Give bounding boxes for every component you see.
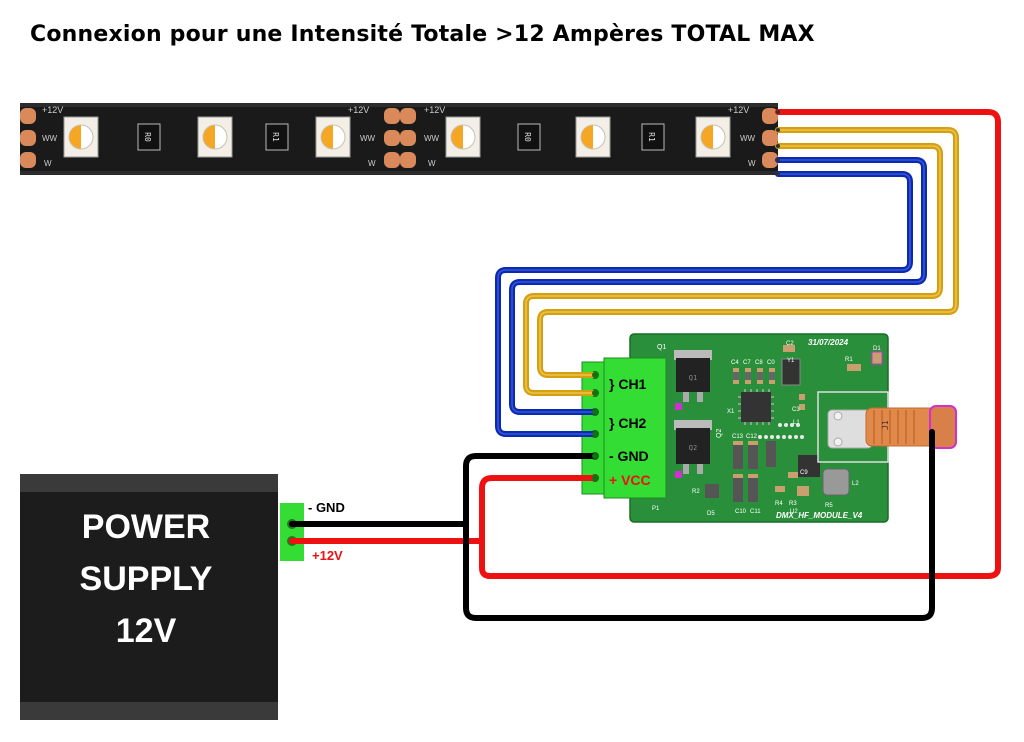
svg-text:C7: C7	[743, 360, 751, 366]
power-supply-line1: POWER	[82, 508, 210, 546]
power-supply-body	[20, 474, 278, 720]
power-supply-line3: 12V	[116, 612, 177, 650]
svg-text:R0: R0	[143, 132, 152, 142]
power-supply-terminal	[280, 503, 304, 561]
mosfet-q2: Q2	[674, 420, 712, 474]
svg-text:R1: R1	[647, 132, 656, 142]
svg-text:C0: C0	[767, 360, 775, 366]
header-pins	[758, 423, 804, 439]
power-supply-gnd-label: - GND	[308, 500, 345, 515]
power-supply-plus-label: +12V	[312, 548, 343, 563]
strip-pads-middle	[384, 108, 416, 168]
svg-text:L1: L1	[793, 420, 800, 426]
strip-pads-left	[20, 108, 36, 168]
strip-ww-label-1: WW	[42, 134, 58, 143]
strip-w-label-1: W	[44, 159, 52, 168]
ref-q2: Q2	[716, 429, 723, 438]
svg-text:U2: U2	[790, 509, 798, 515]
svg-text:C8: C8	[755, 360, 763, 366]
diagram-title: Connexion pour une Intensité Totale >12 …	[30, 22, 815, 47]
svg-text:C11: C11	[750, 509, 761, 515]
strip-plus-label-4: +12V	[728, 105, 749, 115]
led-6	[695, 116, 731, 158]
svg-text:L2: L2	[852, 481, 859, 487]
resistor-1: R0	[137, 123, 161, 151]
wire-black-gnd	[463, 429, 935, 621]
mosfet-q1: Q1	[674, 350, 712, 402]
strip-ww-label-2: WW	[360, 134, 376, 143]
resistor-3: R0	[517, 123, 541, 151]
strip-w-label-3: W	[428, 159, 436, 168]
led-3	[315, 116, 351, 158]
dmx-module-pcb: 31/07/2024 DMX_HF_MODULE_V4 Q1 Q1 Q2 Q2	[629, 333, 957, 523]
strip-ww-label-4: WW	[740, 134, 756, 143]
led-5	[575, 116, 611, 158]
led-2	[197, 116, 233, 158]
svg-text:R5: R5	[825, 503, 833, 509]
wire-red-strip-plus	[479, 109, 1001, 579]
power-supply: POWER SUPPLY 12V - GND +12V	[20, 474, 345, 720]
svg-text:R2: R2	[692, 489, 700, 495]
terminal-ch1-label: } CH1	[609, 376, 647, 392]
svg-text:R3: R3	[789, 501, 797, 507]
svg-text:R4: R4	[775, 501, 783, 507]
strip-pads-right	[762, 108, 778, 168]
svg-text:D5: D5	[707, 511, 715, 517]
svg-text:D1: D1	[873, 346, 881, 352]
connector-j1: J1	[817, 391, 957, 463]
resistor-4: R1	[641, 123, 665, 151]
svg-text:J1: J1	[881, 420, 890, 430]
ref-q1: Q1	[657, 344, 666, 351]
strip-w-label-4: W	[748, 159, 756, 168]
svg-text:Q2: Q2	[689, 444, 697, 452]
pcb-date: 31/07/2024	[808, 338, 849, 347]
svg-text:R1: R1	[271, 132, 280, 142]
svg-text:C9: C9	[800, 470, 808, 476]
svg-text:Y1: Y1	[787, 358, 795, 364]
svg-text:R0: R0	[523, 132, 532, 142]
strip-plus-label-3: +12V	[424, 105, 445, 115]
strip-plus-label-1: +12V	[42, 105, 63, 115]
svg-text:C13: C13	[732, 434, 744, 440]
svg-text:C3: C3	[792, 407, 800, 413]
svg-text:C12: C12	[746, 434, 758, 440]
terminal-vcc-label: + VCC	[609, 472, 651, 488]
led-4	[445, 116, 481, 158]
pcb-module-name: DMX_HF_MODULE_V4	[776, 511, 863, 520]
led-strip: +12V WW W +12V WW W +12V WW W +12V WW W	[20, 103, 778, 175]
power-supply-line2: SUPPLY	[80, 560, 213, 598]
resistor-2: R1	[265, 123, 289, 151]
svg-text:C10: C10	[735, 509, 747, 515]
svg-text:X1: X1	[727, 409, 735, 415]
svg-text:C2: C2	[786, 341, 794, 347]
terminal-block: } CH1 } CH2 - GND + VCC	[581, 357, 667, 499]
svg-text:R1: R1	[845, 357, 853, 363]
led-1	[63, 116, 99, 158]
svg-text:C4: C4	[731, 360, 739, 366]
strip-plus-label-2: +12V	[348, 105, 369, 115]
strip-w-label-2: W	[368, 159, 376, 168]
terminal-gnd-label: - GND	[609, 448, 649, 464]
terminal-ch2-label: } CH2	[609, 415, 647, 431]
svg-text:Q1: Q1	[689, 374, 697, 382]
mcu-chip	[738, 389, 774, 425]
diodes-bottom	[705, 441, 776, 502]
svg-text:P1: P1	[652, 506, 660, 512]
strip-ww-label-3: WW	[424, 134, 440, 143]
